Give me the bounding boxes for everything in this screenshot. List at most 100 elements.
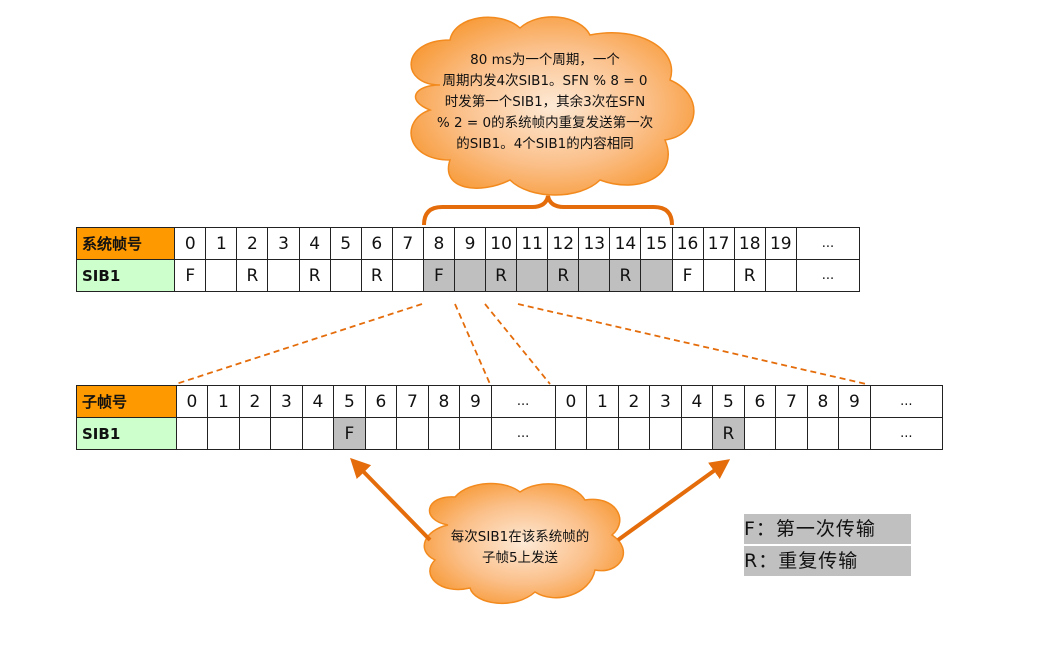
top-note-line: 周期内发4次SIB1。SFN % 8 = 0 (442, 73, 648, 89)
number-cell: 7 (391, 227, 424, 260)
sib1-cell (743, 417, 777, 450)
sib1-cell (516, 259, 549, 292)
number-cell: 10 (485, 227, 518, 260)
number-cell: 3 (270, 385, 303, 418)
number-cell: ... (490, 385, 556, 418)
number-cell: 12 (547, 227, 580, 260)
sib1-cell (640, 259, 673, 292)
bottom-note-line: 每次SIB1在该系统帧的 (450, 529, 590, 545)
sib1-cell (764, 259, 797, 292)
sib1-cell (238, 417, 272, 450)
number-cell: 18 (733, 227, 766, 260)
system-frame-number-header: 系统帧号 (75, 227, 176, 260)
number-cell: 13 (578, 227, 611, 260)
sib1-cell (175, 417, 209, 450)
number-cell: 9 (459, 385, 492, 418)
sib1-cell (554, 417, 588, 450)
number-cell: 2 (238, 385, 272, 418)
sib1-cell (391, 259, 424, 292)
top-note-line: 的SIB1。4个SIB1的内容相同 (456, 136, 634, 152)
top-note-line: 80 ms为一个周期，一个 (470, 52, 620, 68)
number-cell: 5 (333, 385, 366, 418)
legend-repeat-transmission: R：重复传输 (744, 546, 911, 576)
number-cell: 17 (702, 227, 735, 260)
bottom-note-line: 子帧5上发送 (481, 550, 559, 566)
number-cell: 0 (175, 385, 209, 418)
sib1-header: SIB1 (75, 259, 176, 292)
number-cell: 8 (427, 385, 461, 418)
sib1-cell (207, 417, 240, 450)
sib1-cell: ... (490, 417, 556, 450)
number-cell: 1 (205, 227, 238, 260)
sib1-cell (459, 417, 492, 450)
sib1-cell: F (422, 259, 455, 292)
bottom-cloud (423, 482, 624, 605)
number-cell: 9 (838, 385, 871, 418)
brace (422, 195, 674, 226)
number-cell: 6 (743, 385, 777, 418)
bottom-cloud-text: 每次SIB1在该系统帧的 子帧5上发送 (420, 527, 620, 569)
number-cell: 7 (396, 385, 429, 418)
number-cell: 0 (554, 385, 588, 418)
number-cell: 19 (764, 227, 797, 260)
sib1-cell (329, 259, 362, 292)
sib1-cell (267, 259, 300, 292)
sib1-cell: R (712, 417, 745, 450)
sib1-cell: R (733, 259, 766, 292)
sib1-cell: R (609, 259, 642, 292)
number-cell: 0 (174, 227, 207, 260)
sib1-cell: F (333, 417, 366, 450)
top-note-line: 时发第一个SIB1，其余3次在SFN (444, 94, 646, 110)
sib1-cell (578, 259, 611, 292)
number-cell: 16 (671, 227, 704, 260)
sib1-cell (617, 417, 651, 450)
sib1-header: SIB1 (76, 417, 177, 450)
number-cell: 11 (516, 227, 549, 260)
pointer-arrows (350, 457, 731, 542)
top-note-line: % 2 = 0的系统帧内重复发送第一次 (436, 115, 654, 131)
legend-first-transmission: F：第一次传输 (744, 514, 911, 544)
sib1-cell (680, 417, 714, 450)
sib1-cell (301, 417, 335, 450)
number-cell: 6 (364, 385, 398, 418)
number-cell: 2 (617, 385, 651, 418)
number-cell: 1 (207, 385, 240, 418)
sib1-cell (838, 417, 871, 450)
subframe-number-header: 子帧号 (76, 385, 177, 418)
sib1-cell (427, 417, 461, 450)
subframe-sib1-row: SIB1 F... R... (76, 417, 944, 450)
number-cell: 6 (360, 227, 393, 260)
top-cloud (410, 16, 695, 196)
sib1-cell: ... (869, 417, 944, 450)
sib1-cell (775, 417, 808, 450)
sib1-cell (205, 259, 238, 292)
sib1-cell: ... (795, 259, 861, 292)
top-cloud-text: 80 ms为一个周期，一个 周期内发4次SIB1。SFN % 8 = 0 时发第… (410, 50, 680, 155)
number-cell: 4 (680, 385, 714, 418)
sib1-cell (453, 259, 487, 292)
sib1-cell: F (671, 259, 704, 292)
sib1-cell (702, 259, 735, 292)
number-cell: 8 (806, 385, 840, 418)
number-cell: 5 (329, 227, 362, 260)
number-cell: 7 (775, 385, 808, 418)
mapping-lines (175, 303, 867, 385)
sib1-cell: R (547, 259, 580, 292)
number-cell: 4 (301, 385, 335, 418)
sib1-cell: F (174, 259, 207, 292)
number-cell: 3 (267, 227, 300, 260)
number-cell: ... (869, 385, 944, 418)
number-cell: 9 (453, 227, 487, 260)
number-cell: 8 (422, 227, 455, 260)
sib1-cell: R (360, 259, 393, 292)
sib1-cell: R (236, 259, 269, 292)
number-cell: 15 (640, 227, 673, 260)
number-cell: ... (795, 227, 861, 260)
sib1-cell (396, 417, 429, 450)
